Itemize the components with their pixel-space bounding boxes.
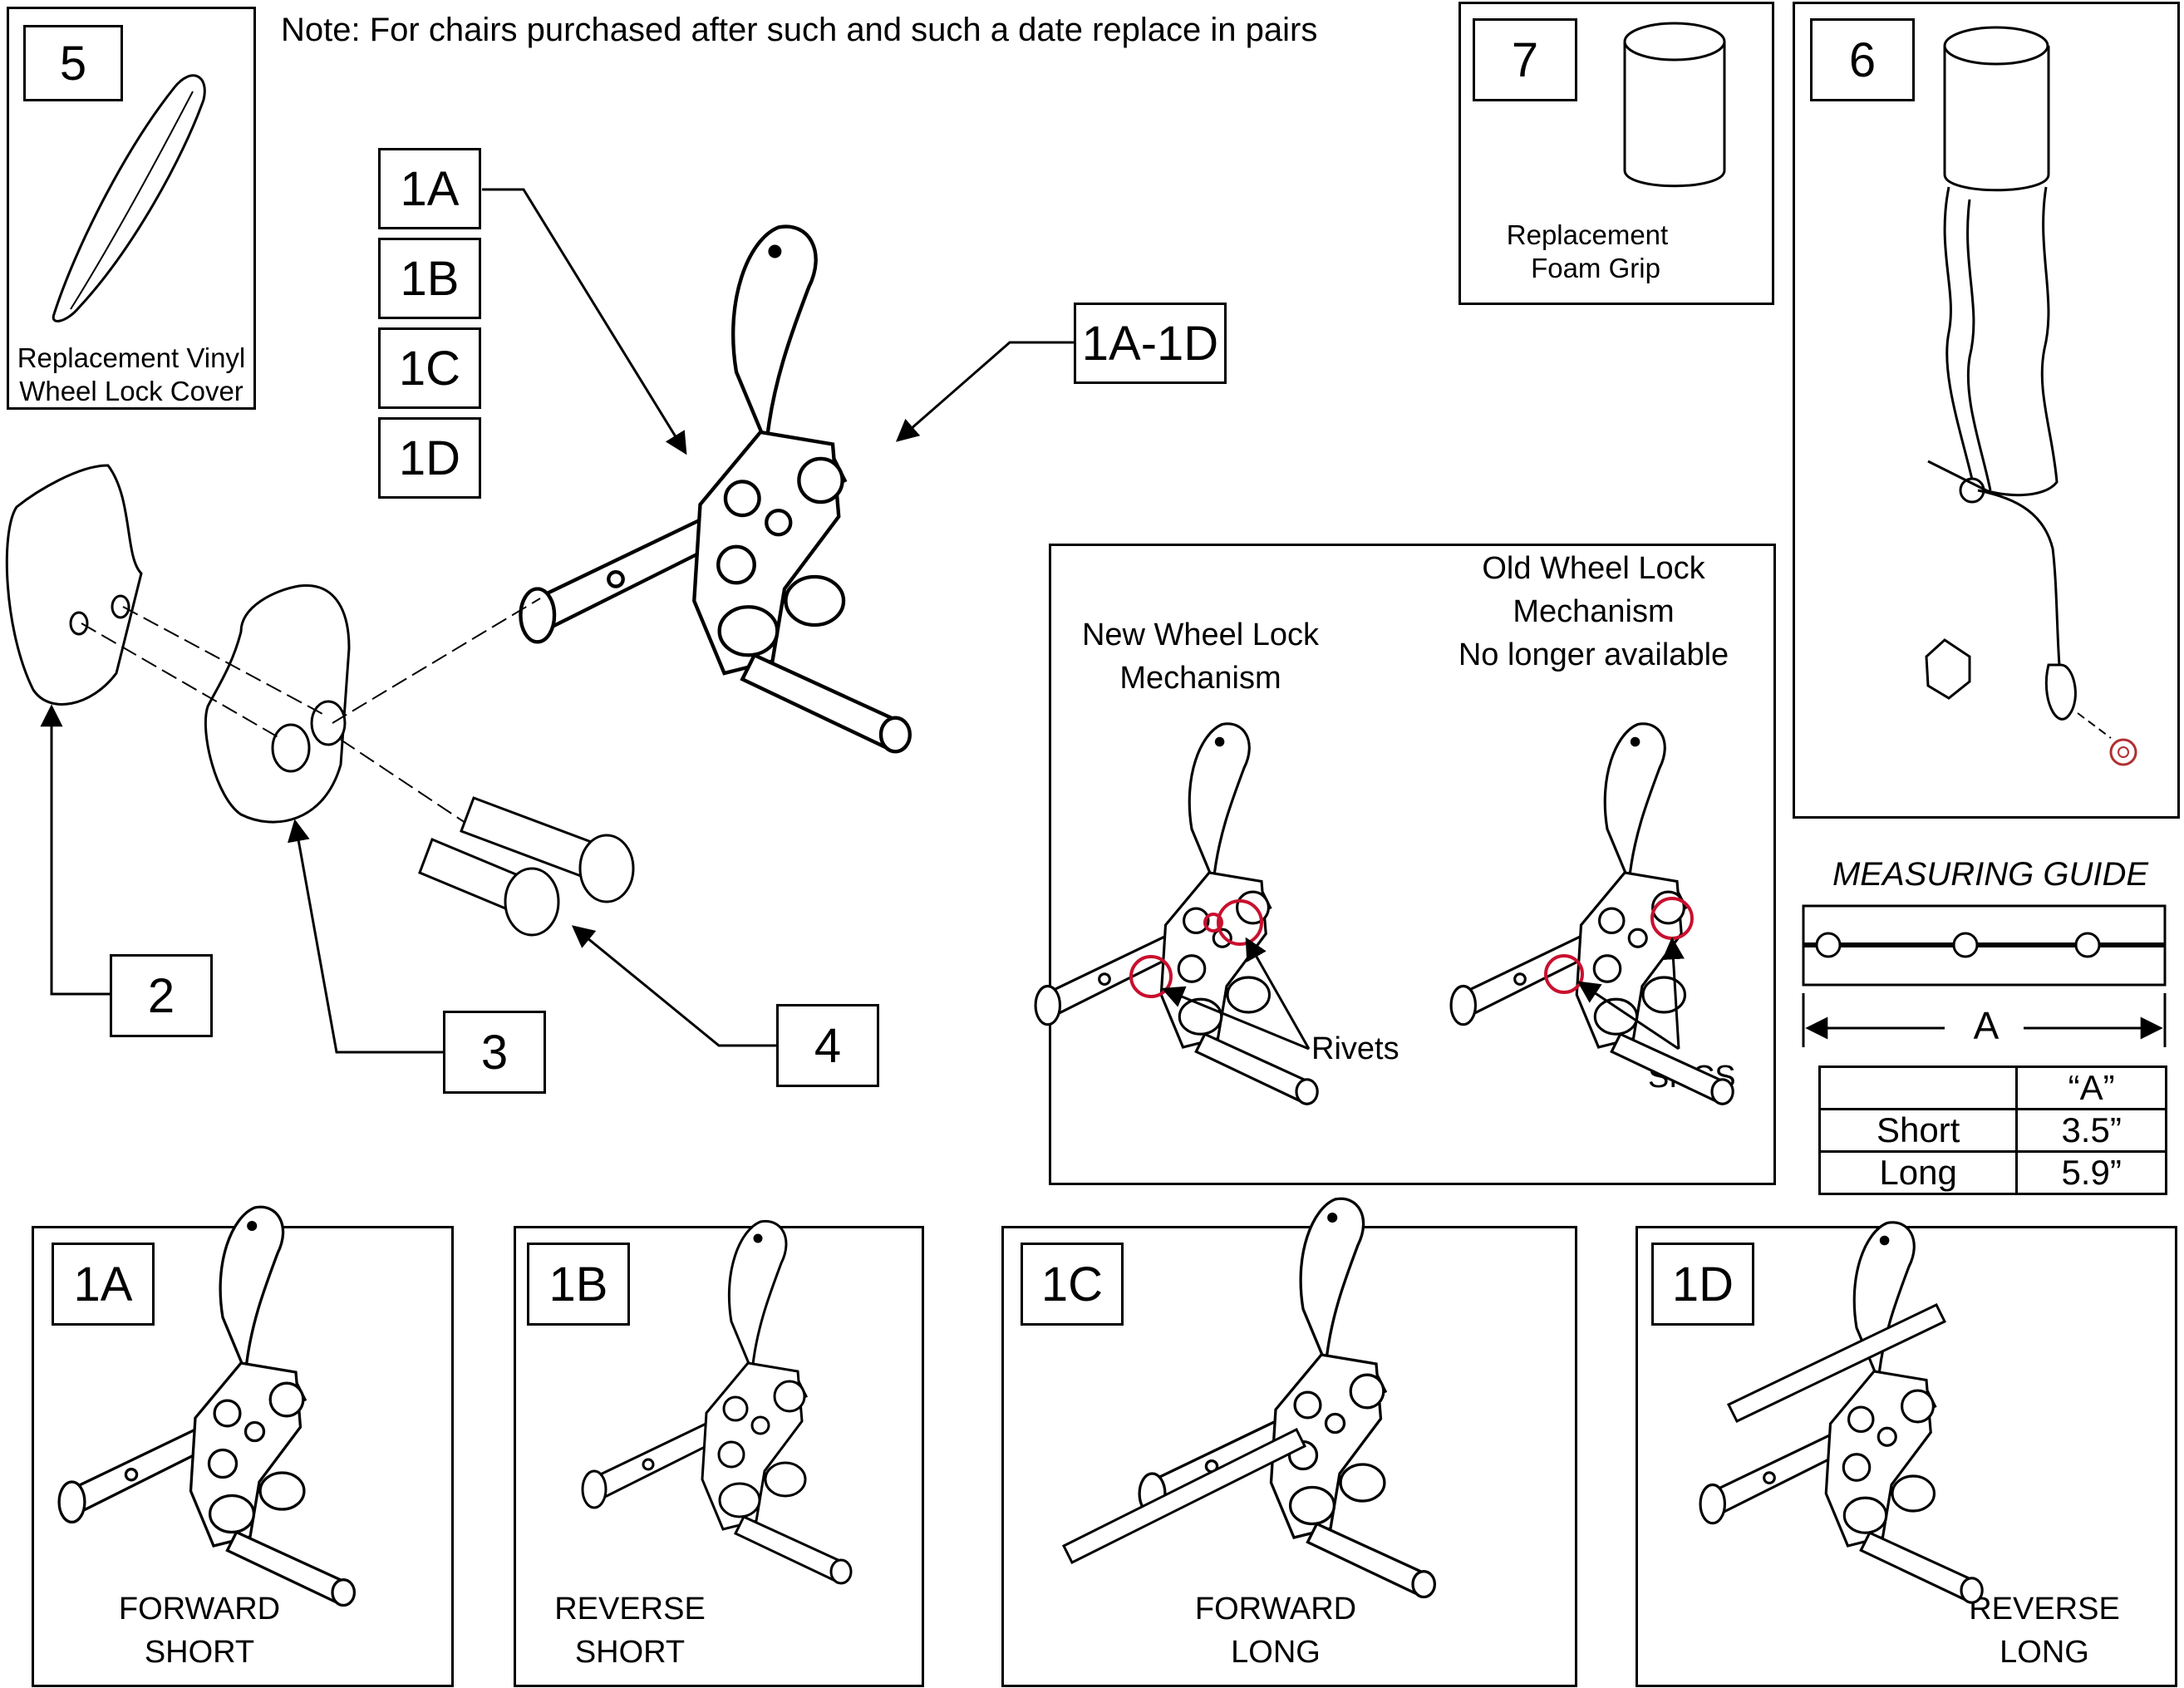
vinyl-cover-caption-1: Replacement Vinyl (17, 342, 246, 373)
variant-1c-drawing (1138, 1197, 1437, 1599)
variant-1a-line2: SHORT (144, 1635, 255, 1670)
table-row: “A” (1818, 1065, 2167, 1110)
new-mech-title-1: New Wheel Lock (1081, 618, 1320, 652)
clamp-half-3-shape (204, 583, 351, 824)
part-6-panel (1793, 2, 2180, 819)
table-header-cell: “A” (2015, 1065, 2167, 1110)
callout-1a: 1A (378, 148, 481, 229)
callout-2: 2 (110, 954, 213, 1037)
dimension-a-label: A (1973, 1004, 2000, 1047)
screw-icon (2077, 712, 2137, 766)
variant-1c-line2: LONG (1231, 1635, 1321, 1670)
screws-4-shape (418, 796, 635, 937)
callout-5: 5 (23, 25, 123, 101)
table-cell: Short (1818, 1108, 2019, 1153)
table-cell: 3.5” (2015, 1108, 2167, 1153)
variant-1b-callout: 1B (527, 1243, 630, 1326)
mechanism-comparison-panel (1049, 544, 1776, 1185)
variant-1a-callout: 1A (52, 1243, 155, 1326)
callout-1a-1d: 1A-1D (1074, 303, 1227, 384)
measuring-guide-bar (1802, 904, 2167, 1047)
vinyl-cover-shape (52, 74, 206, 322)
variant-1a-line1: FORWARD (118, 1592, 281, 1626)
variant-1b-line2: SHORT (574, 1635, 686, 1670)
variant-1a-drawing (57, 1205, 357, 1607)
table-cell: 5.9” (2015, 1150, 2167, 1195)
callout-6: 6 (1810, 18, 1915, 101)
new-mechanism-drawing (1034, 722, 1319, 1105)
variant-1d-line1: REVERSE (1969, 1592, 2120, 1626)
foam-grip-caption-2: Foam Grip (1531, 253, 1660, 283)
table-cell: Long (1818, 1150, 2019, 1195)
callout-7: 7 (1473, 18, 1577, 101)
foam-grip-caption-1: Replacement (1506, 219, 1669, 250)
variant-1c-callout: 1C (1021, 1243, 1124, 1326)
callout-1d: 1D (378, 417, 481, 499)
wheel-lock-assembly (520, 227, 909, 752)
measuring-guide-title: MEASURING GUIDE (1832, 856, 2149, 893)
rivets-label: Rivets (1311, 1031, 1399, 1066)
table-header-cell (1818, 1065, 2019, 1110)
foam-grip-shape (1623, 42, 1726, 188)
old-mech-title-2: Mechanism (1513, 594, 1675, 629)
callout-1b: 1B (378, 238, 481, 319)
old-mech-title-3: No longer available (1458, 637, 1729, 672)
extension-handle-shape (1925, 26, 2077, 721)
vinyl-cover-caption-2: Wheel Lock Cover (19, 376, 243, 406)
variant-1b-line1: REVERSE (554, 1592, 706, 1626)
new-mech-title-2: Mechanism (1119, 661, 1281, 696)
old-mech-title-1: Old Wheel Lock (1482, 551, 1705, 586)
note-text: Note: For chairs purchased after such an… (281, 12, 1318, 48)
variant-1b-drawing (581, 1219, 853, 1585)
clamp-half-2-shape (5, 464, 143, 706)
variant-1d-line2: LONG (2000, 1635, 2089, 1670)
variant-1d-callout: 1D (1651, 1243, 1754, 1326)
callout-3: 3 (443, 1011, 546, 1094)
variant-1c-line1: FORWARD (1194, 1592, 1357, 1626)
callout-4: 4 (776, 1004, 879, 1087)
callout-1c: 1C (378, 327, 481, 409)
